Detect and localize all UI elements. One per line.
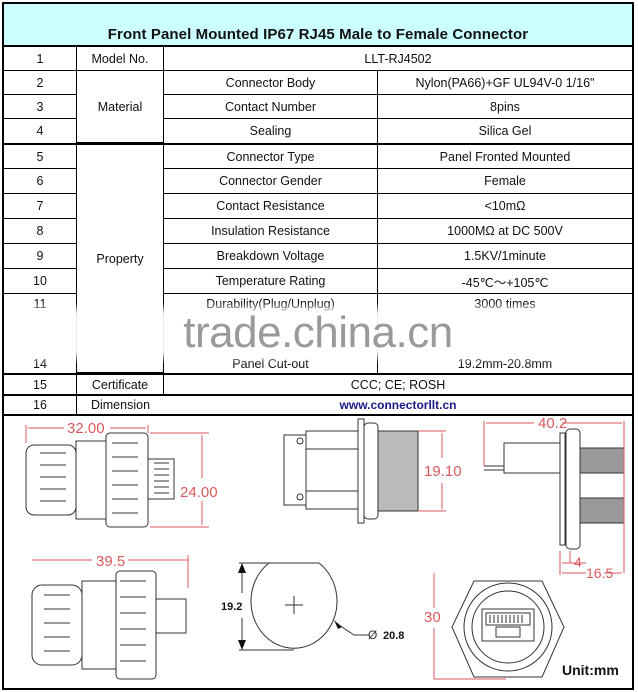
socket-side-view-icon xyxy=(283,418,419,524)
row-number: 15 xyxy=(4,375,77,394)
group-material: Material xyxy=(77,71,164,144)
param-label: Sealing xyxy=(164,119,378,143)
row-number: 1 xyxy=(4,47,77,70)
param-label: Connector Type xyxy=(164,145,378,168)
plug-height-label: 24.00 xyxy=(180,484,218,501)
model-value: LLT-RJ4502 xyxy=(364,51,432,66)
table-row: 7 Contact Resistance <10mΩ xyxy=(4,194,632,219)
socket-thread-dia-label: 19.10 xyxy=(424,463,462,480)
row-number: 5 xyxy=(4,145,77,168)
table-row: 1 Model No. LLT-RJ4502 xyxy=(4,47,632,71)
cutout-flat-label: 19.2 xyxy=(221,601,242,613)
row-number: 2 xyxy=(4,71,77,94)
hex-height-label: 30 xyxy=(424,609,441,626)
param-label: Connector Body xyxy=(164,71,378,94)
watermark: trade.china.cn xyxy=(4,302,632,364)
item-label: Model No. xyxy=(77,47,164,70)
row-number: 10 xyxy=(4,269,77,293)
param-value: Nylon(PA66)+GF UL94V-0 1/16" xyxy=(415,75,595,90)
table-row: 10 Temperature Rating -45℃～+105℃ xyxy=(4,269,632,294)
cutout-dia-label: 20.8 xyxy=(383,630,404,642)
param-value: Silica Gel xyxy=(478,124,532,138)
param-value: Panel Fronted Mounted xyxy=(439,149,571,164)
website-link[interactable]: www.connectorllt.cn xyxy=(339,398,457,412)
socket-profile-view-icon xyxy=(484,428,625,550)
row-number: 7 xyxy=(4,194,77,218)
row-number: 8 xyxy=(4,219,77,243)
param-value: 8pins xyxy=(490,99,520,114)
row-number: 9 xyxy=(4,244,77,268)
param-value: 1.5KV/1minute xyxy=(464,249,546,263)
param-value: <10mΩ xyxy=(484,199,526,213)
certificate-value: CCC; CE; ROSH xyxy=(350,377,446,392)
table-row: 9 Breakdown Voltage 1.5KV/1minute xyxy=(4,244,632,269)
param-value: -45℃～+105℃ xyxy=(461,275,549,290)
plug-side-view-2-icon xyxy=(31,570,187,680)
param-label: Temperature Rating xyxy=(164,269,378,293)
dimension-drawing: 32.00 24.00 39.5 19.10 xyxy=(25,415,625,680)
row-number: 4 xyxy=(4,119,77,143)
diameter-symbol: Ø xyxy=(368,628,377,642)
plug-total-length-label: 39.5 xyxy=(96,553,125,570)
thread-length-label: 16.5 xyxy=(586,565,613,581)
unit-label: Unit:mm xyxy=(562,662,619,678)
table-row: 16 Dimension www.connectorllt.cn xyxy=(4,396,632,416)
row-number: 16 xyxy=(4,396,77,414)
param-label: Insulation Resistance xyxy=(164,219,378,243)
flange-thickness-label: 4 xyxy=(574,554,582,570)
table-row: 5 Connector Type Panel Fronted Mounted xyxy=(4,145,632,169)
panel-cutout-icon xyxy=(239,562,369,651)
socket-total-length-label: 40.2 xyxy=(538,415,567,432)
table-row: 6 Connector Gender Female xyxy=(4,169,632,194)
param-value: 1000MΩ at DC 500V xyxy=(447,224,563,238)
plug-side-view-icon xyxy=(25,432,175,528)
table-row: 8 Insulation Resistance 1000MΩ at DC 500… xyxy=(4,219,632,244)
table-row: 4 Sealing Silica Gel xyxy=(4,119,632,145)
table-row: 3 Contact Number 8pins xyxy=(4,95,632,119)
param-label: Connector Gender xyxy=(164,169,378,193)
param-label: Breakdown Voltage xyxy=(164,244,378,268)
param-label: Contact Resistance xyxy=(164,194,378,218)
param-label: Contact Number xyxy=(164,95,378,118)
row-number: 3 xyxy=(4,95,77,118)
table-row: 2 Connector Body Nylon(PA66)+GF UL94V-0 … xyxy=(4,71,632,95)
plug-length-label: 32.00 xyxy=(67,420,105,437)
row-number: 6 xyxy=(4,169,77,193)
page-title: Front Panel Mounted IP67 RJ45 Male to Fe… xyxy=(4,4,632,47)
table-row: 15 Certificate CCC; CE; ROSH xyxy=(4,375,632,396)
item-label: Dimension xyxy=(90,398,151,412)
item-label: Certificate xyxy=(77,375,164,394)
hex-front-view-icon xyxy=(451,580,565,678)
param-value: Female xyxy=(484,174,526,188)
